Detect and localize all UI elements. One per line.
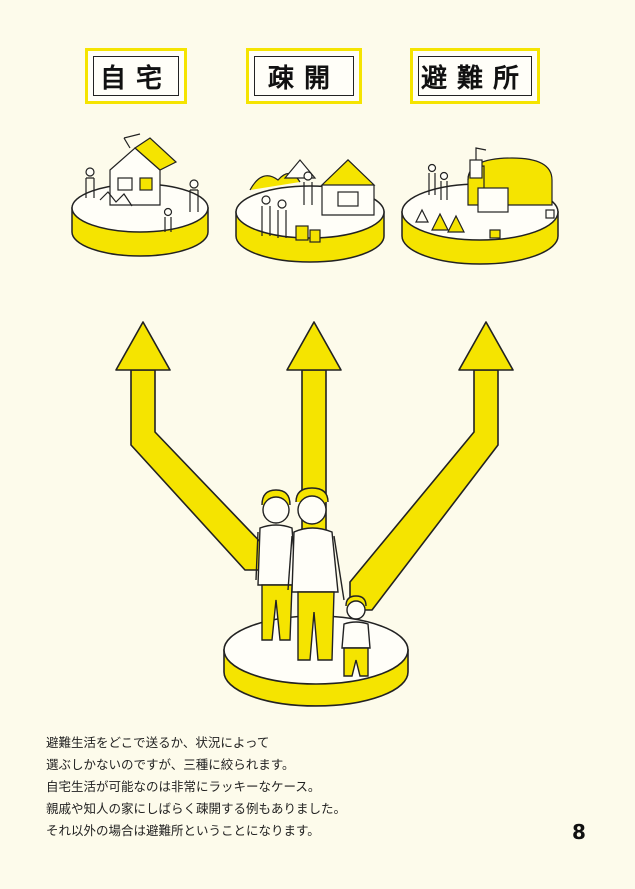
platform-home — [71, 183, 209, 257]
caption-text: 避難生活をどこで送るか、状況によって 選ぶしかないのですが、三種に絞られます。 … — [46, 732, 346, 842]
caption-line: 親戚や知人の家にしばらく疎開する例もありました。 — [46, 801, 347, 816]
shelter-scene — [415, 147, 555, 239]
relative-house-scene — [249, 159, 376, 243]
label-box-shelter: 避難所 — [410, 48, 540, 104]
caption-line: 避難生活をどこで送るか、状況によって — [46, 735, 270, 750]
damaged-house-scene — [85, 133, 199, 232]
label-home: 自宅 — [99, 63, 172, 94]
label-box-inner-border — [93, 56, 179, 96]
family-figures — [255, 487, 371, 677]
caption-line: それ以外の場合は避難所ということになります。 — [46, 823, 320, 838]
label-box-home: 自宅 — [85, 48, 187, 104]
page-number: 8 — [572, 820, 586, 844]
label-box-inner-border — [418, 56, 532, 96]
label-evacuation: 疎開 — [267, 63, 340, 94]
caption-line: 自宅生活が可能なのは非常にラッキーなケース。 — [46, 779, 321, 794]
label-box-evacuation: 疎開 — [246, 48, 362, 104]
arrow-left — [115, 321, 269, 571]
label-box-inner-border — [254, 56, 354, 96]
caption-line: 選ぶしかないのですが、三種に絞られます。 — [46, 757, 295, 772]
arrow-right — [349, 321, 514, 611]
label-shelter: 避難所 — [420, 63, 529, 94]
